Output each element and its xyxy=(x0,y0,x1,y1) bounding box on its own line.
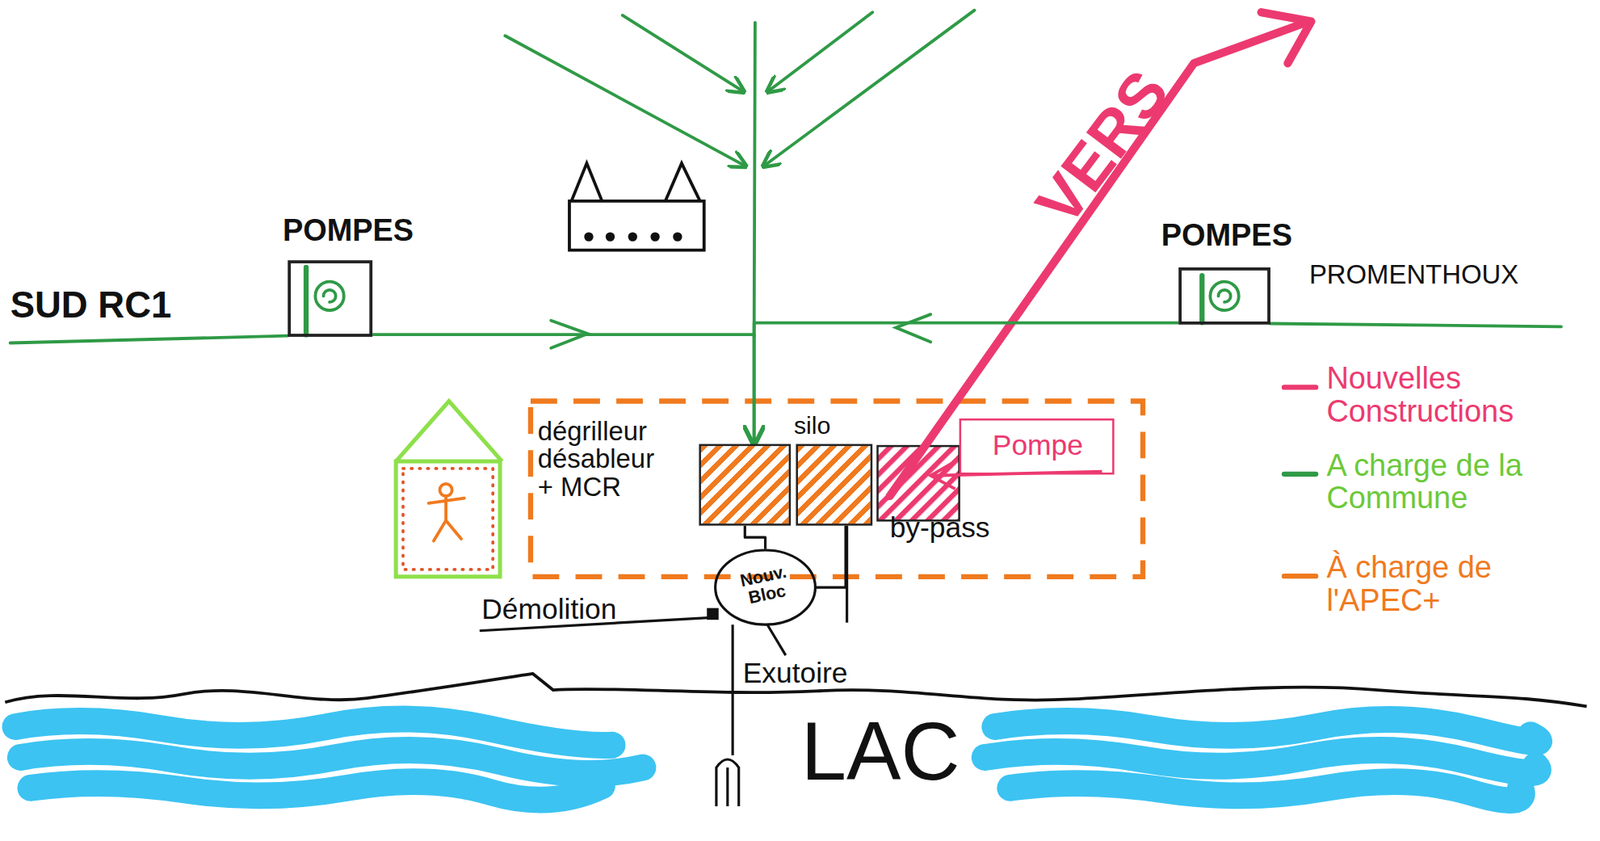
house-wall xyxy=(395,461,500,577)
legend-swatch xyxy=(1281,573,1319,579)
lake-wave xyxy=(30,781,602,801)
node-label: Pompe xyxy=(961,430,1115,461)
legend-swatch xyxy=(1281,384,1319,390)
pump-symbol xyxy=(303,267,309,335)
demolition-mark xyxy=(708,608,718,618)
silo-box: silo xyxy=(795,444,873,526)
legend-swatch xyxy=(1281,471,1319,477)
lake-wave xyxy=(995,719,1540,743)
transfer-arrow-head xyxy=(1261,12,1312,63)
house-dotted-outline xyxy=(403,468,493,570)
outfall-label: Exutoire xyxy=(743,658,849,689)
lake-wave xyxy=(20,749,643,773)
person-head xyxy=(440,483,453,496)
collector-network xyxy=(10,10,1562,349)
flow-arrow xyxy=(895,314,931,342)
pipe-connector xyxy=(754,323,1180,445)
lake-wave xyxy=(984,749,1538,773)
person-figure xyxy=(428,483,465,542)
pump-symbol xyxy=(1209,281,1239,311)
note-label: Démolition xyxy=(481,593,617,624)
pipe-connector xyxy=(744,525,765,550)
node-label: POMPES xyxy=(282,214,414,247)
collector-line xyxy=(763,10,975,167)
castle-dot xyxy=(651,233,659,240)
castle xyxy=(569,163,705,250)
castle-dot xyxy=(674,233,681,240)
pump-symbol xyxy=(1217,289,1231,303)
node-label: POMPES xyxy=(1161,219,1293,252)
legend-entry: A charge de la Commune xyxy=(1277,449,1595,531)
outfall-symbol xyxy=(716,759,740,807)
collector-line xyxy=(504,35,746,167)
node-label: Nouv. Bloc xyxy=(719,558,811,613)
node-label: silo xyxy=(793,411,832,438)
collector-line xyxy=(767,12,873,93)
area-label: PROMENTHOUX xyxy=(1309,260,1519,289)
castle-dot xyxy=(585,233,593,240)
pump-symbol xyxy=(1199,275,1205,323)
collector-line xyxy=(754,22,756,337)
house xyxy=(395,401,502,577)
castle-tower xyxy=(571,163,603,202)
outfall-leader xyxy=(767,624,786,656)
legend-text: À charge de l'APEC+ xyxy=(1326,550,1562,616)
node-label: dégrilleur désableur + MCR xyxy=(537,417,671,501)
castle-tower xyxy=(665,163,701,202)
castle-dot xyxy=(629,233,637,240)
pump-symbol xyxy=(323,289,336,303)
outfall-pipe xyxy=(731,624,735,756)
outfall xyxy=(479,525,848,807)
pump-station: POMPES xyxy=(287,260,373,337)
lake-label: LAC xyxy=(801,709,961,795)
pump-callout: Pompe xyxy=(959,418,1115,475)
pipe-connector xyxy=(816,525,846,588)
pump-symbol xyxy=(314,281,344,311)
ellipse-outline xyxy=(715,550,816,625)
house-roof xyxy=(395,401,502,462)
castle-wall xyxy=(569,201,705,251)
legend-text: Nouvelles Constructions xyxy=(1326,362,1562,428)
new-block-ellipse: Nouv. Bloc xyxy=(713,549,816,626)
area-label: SUD RC1 xyxy=(10,285,173,325)
legend-entry: Nouvelles Constructions xyxy=(1277,362,1595,445)
bypass-pipe xyxy=(845,525,849,623)
person-body xyxy=(428,495,465,542)
apec-perimeter xyxy=(530,401,1143,577)
castle-dot xyxy=(607,233,614,240)
callout-arrow-head xyxy=(930,461,955,489)
pump-station: POMPES xyxy=(1178,267,1271,325)
legend-text: A charge de la Commune xyxy=(1326,449,1562,514)
collector-line xyxy=(622,15,744,93)
pipe-label: by-pass xyxy=(890,512,991,542)
collector-line xyxy=(10,335,289,344)
lake-wave xyxy=(1010,781,1523,801)
legend-entry: À charge de l'APEC+ xyxy=(1277,550,1595,633)
lake xyxy=(15,718,1539,801)
transfer-arrow xyxy=(890,22,1307,496)
screening-box: dégrilleur désableur + MCR xyxy=(698,444,791,526)
flow-arrow xyxy=(550,320,588,349)
collector-line xyxy=(1270,323,1562,327)
